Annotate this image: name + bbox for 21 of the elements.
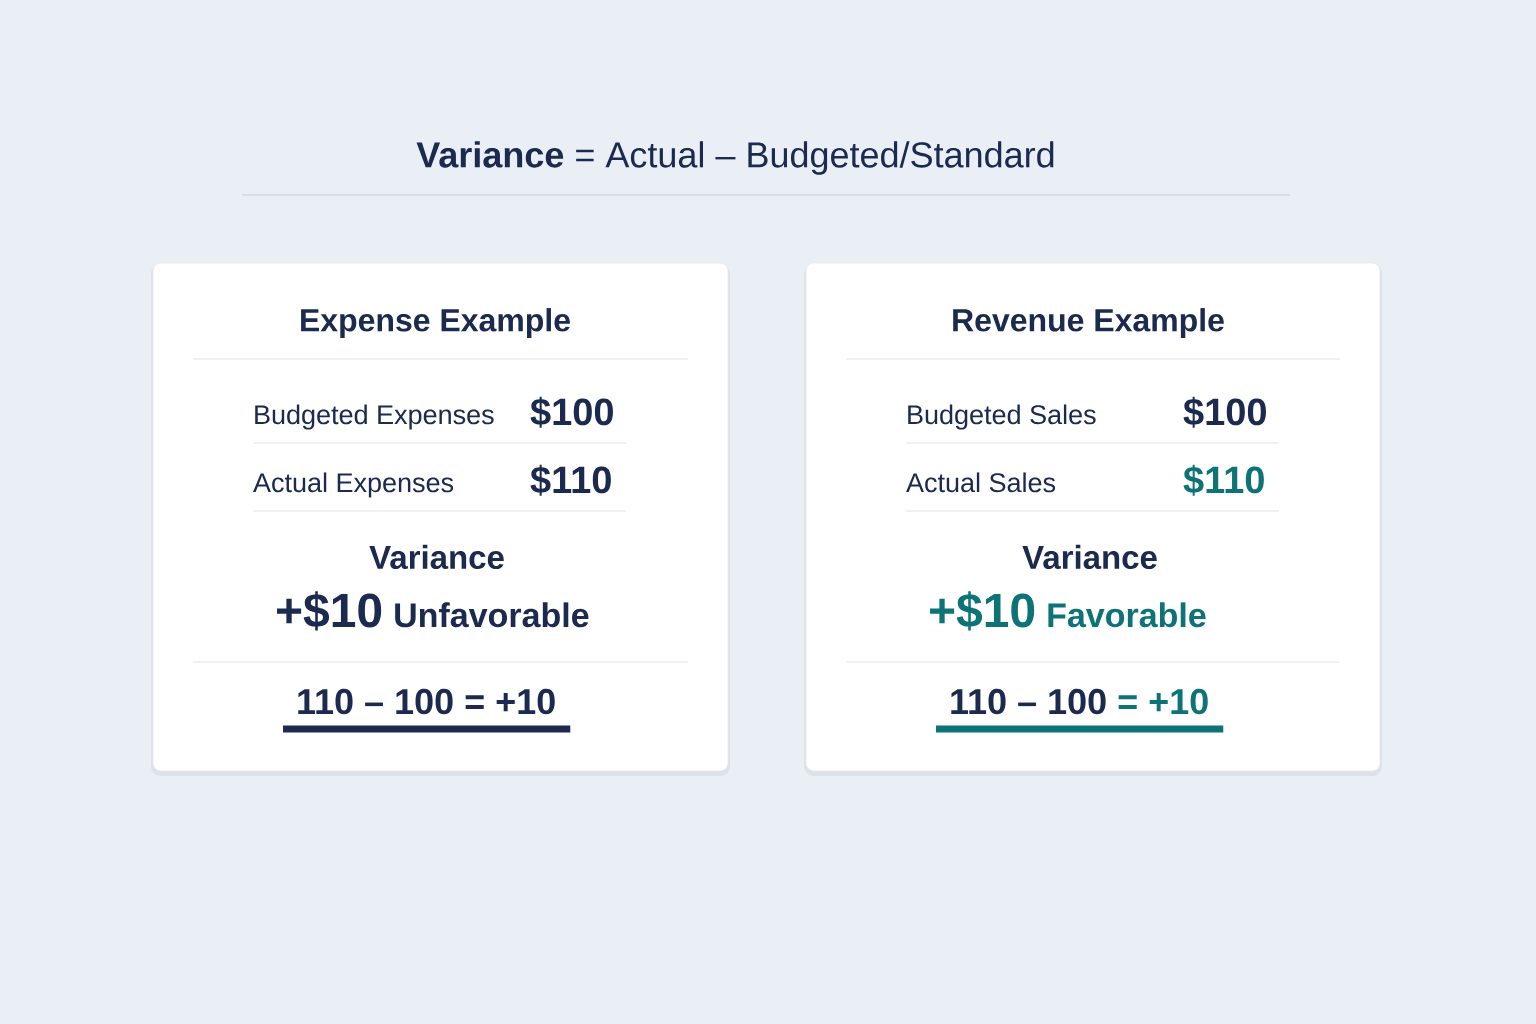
amount-value: $100: [530, 396, 613, 428]
row-label: Actual Sales: [906, 472, 1056, 493]
variance-amount: +$10: [277, 591, 382, 631]
status-label: Unfavorable: [395, 602, 589, 628]
amount-value: $110: [530, 464, 611, 496]
variance-heading: Variance: [1022, 544, 1157, 570]
variance-amount: +$10: [930, 591, 1035, 631]
formula-title: Variance = Actual – Budgeted/Standard: [416, 141, 1054, 175]
card-heading: Expense Example: [301, 308, 570, 338]
equation-text: 110 – 100: [951, 688, 1106, 715]
row-label: Budgeted Expenses: [255, 404, 494, 430]
equation-result: = +10: [1118, 688, 1208, 715]
row-label: Actual Expenses: [253, 472, 454, 498]
card-heading: Revenue Example: [953, 308, 1224, 338]
variance-heading: Variance: [369, 544, 504, 570]
equation-result: = +10: [465, 688, 555, 715]
amount-value: $100: [1183, 396, 1266, 428]
amount-value: $110: [1183, 464, 1264, 496]
row-label: Budgeted Sales: [908, 404, 1096, 430]
status-label: Favorable: [1048, 602, 1206, 628]
equation-text: 110 – 100: [298, 688, 453, 715]
